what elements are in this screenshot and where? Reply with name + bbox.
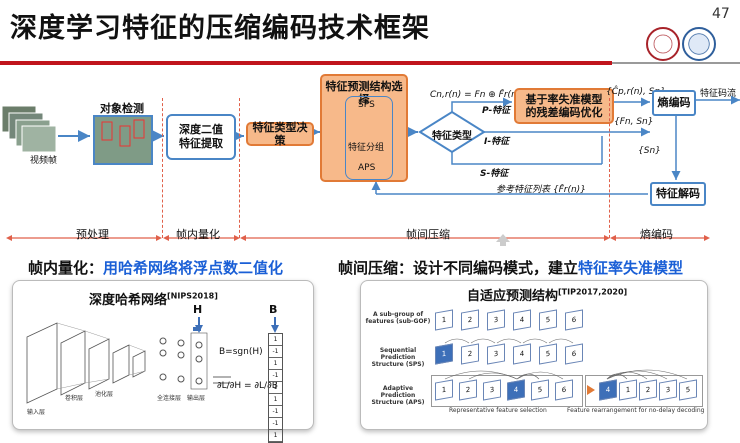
stage-entropy: 熵编码 [640,228,673,241]
b-cell: 1 [269,394,282,406]
inter-heading-highlight: 特征率失准模型 [578,259,684,277]
set-cp: {Ĉp,r(n), Sn} [606,87,666,97]
inter-heading: 帧间压缩：设计不同编码模式，建立特征率失准模型 [338,257,683,278]
adaptive-panel-title: 自适应预测结构[TIP2017,2020] [467,285,627,304]
intra-heading: 帧内量化：用哈希网络将浮点数二值化 [28,257,283,278]
h-symbol: H [193,303,203,316]
intra-heading-prefix: 帧内量化： [28,259,104,277]
sps-label: SPS [358,100,375,110]
b-cell: 1 [269,334,282,346]
b-cell: -1 [269,346,282,358]
page-number: 47 [712,6,730,22]
hash-panel-title-text: 深度哈希网络 [89,293,168,308]
b-cell: 1 [269,430,282,442]
institute-seal-logo [682,27,716,61]
layer-pool: 池化层 [95,391,114,398]
stage-preprocess: 预处理 [76,228,109,241]
framework-diagram [1,95,740,246]
stage-inter: 帧间压缩 [406,228,450,241]
ref-list-label: 参考特征列表 {F̂r(n)} [496,185,586,195]
pred-inner-frame [345,96,393,180]
b-vector: 1 -1 1 -1 1 1 -1 -1 1 [268,333,283,443]
i-feature-label: I-特征 [484,137,510,147]
pred-select-box: 特征预测结构选择 [320,74,408,182]
rearrange-arrow-icon [587,385,595,395]
type-decision-box: 特征类型决策 [246,121,314,147]
layer-output: 输出层 [187,395,206,402]
feature-decode-box: 特征解码 [650,182,706,206]
caption-selection: Representative feature selection [449,407,547,414]
stage-divider-2 [239,98,240,238]
video-frames-label: 视频帧 [30,156,58,166]
p-feature-label: P-特征 [482,106,511,116]
layer-conv: 卷积层 [65,395,84,402]
type-decision-label: 特征类型决策 [252,121,308,147]
prediction-arcs [444,338,688,380]
header-grey-rule [612,62,740,64]
sgn-equation: B=sgn(H) [219,347,263,357]
b-cell: 1 [269,382,282,394]
binary-extract-label: 深度二值 特征提取 [179,123,223,150]
residual-opt-box: 基于率失准模型 的残差编码优化 [514,88,614,124]
slide-title: 深度学习特征的压缩编码技术框架 [10,13,430,44]
s-feature-label: S-特征 [480,169,509,179]
b-cell: -1 [269,370,282,382]
row-aps-label: Adaptive Prediction Structure (APS) [371,385,425,406]
entropy-box: 熵编码 [652,90,696,116]
set-fn: {Fn, Sn} [614,117,654,127]
residual-opt-label: 基于率失准模型 的残差编码优化 [525,93,603,119]
layer-fc: 全连接层 [157,395,182,402]
row-sps-label: Sequential Prediction Structure (SPS) [371,347,425,368]
university-seal-logo [646,27,680,61]
hash-network-panel: 深度哈希网络[NIPS2018] H B B=sgn(H) ∂L/∂H [12,280,314,443]
hash-panel-ref: [NIPS2018] [167,291,218,301]
stream-label: 特征码流 [700,89,737,99]
aps-rearrange-frame [585,375,703,407]
hash-network-drawing [26,317,279,404]
b-cell: -1 [269,418,282,430]
adaptive-panel-ref: [TIP2017,2020] [558,287,628,297]
stage-intra: 帧内量化 [176,228,220,241]
caption-rearrange: Feature rearrangement for no-delay decod… [567,407,705,414]
feature-type-label: 特征类型 [432,131,472,142]
adaptive-pred-panel: 自适应预测结构[TIP2017,2020] A sub-group of fea… [360,280,708,430]
hash-panel-title: 深度哈希网络[NIPS2018] [89,289,218,308]
layer-input: 输入层 [27,409,46,416]
b-cell: 1 [269,358,282,370]
intra-heading-highlight: 用哈希网络将浮点数二值化 [103,259,284,277]
row-subgof-label: A sub-group of features (sub-GOF) [365,311,431,325]
b-symbol: B [269,303,278,316]
object-detect-label: 对象检测 [100,102,144,115]
binary-extract-box: 深度二值 特征提取 [166,114,236,160]
set-sn: {Sn} [638,146,661,156]
aps-label: APS [358,163,376,173]
b-cell: -1 [269,406,282,418]
feature-group-label: 特征分组 [348,143,385,153]
video-frames-image [1,105,57,153]
header-red-rule [0,61,612,65]
adaptive-panel-title-text: 自适应预测结构 [467,289,559,304]
entropy-label: 熵编码 [657,96,691,109]
pred-select-label: 特征预测结构选择 [325,80,403,106]
stage-divider-3 [609,98,610,238]
formula-c: Cn,r(n) = Fn ⊕ F̂r(n) [430,90,521,100]
stage-divider-1 [162,98,163,238]
inter-heading-prefix: 帧间压缩：设计不同编码模式，建立 [338,259,579,277]
feature-decode-label: 特征解码 [656,187,700,200]
gradient-equation: ∂L/∂H = ∂L/∂B [217,381,278,391]
